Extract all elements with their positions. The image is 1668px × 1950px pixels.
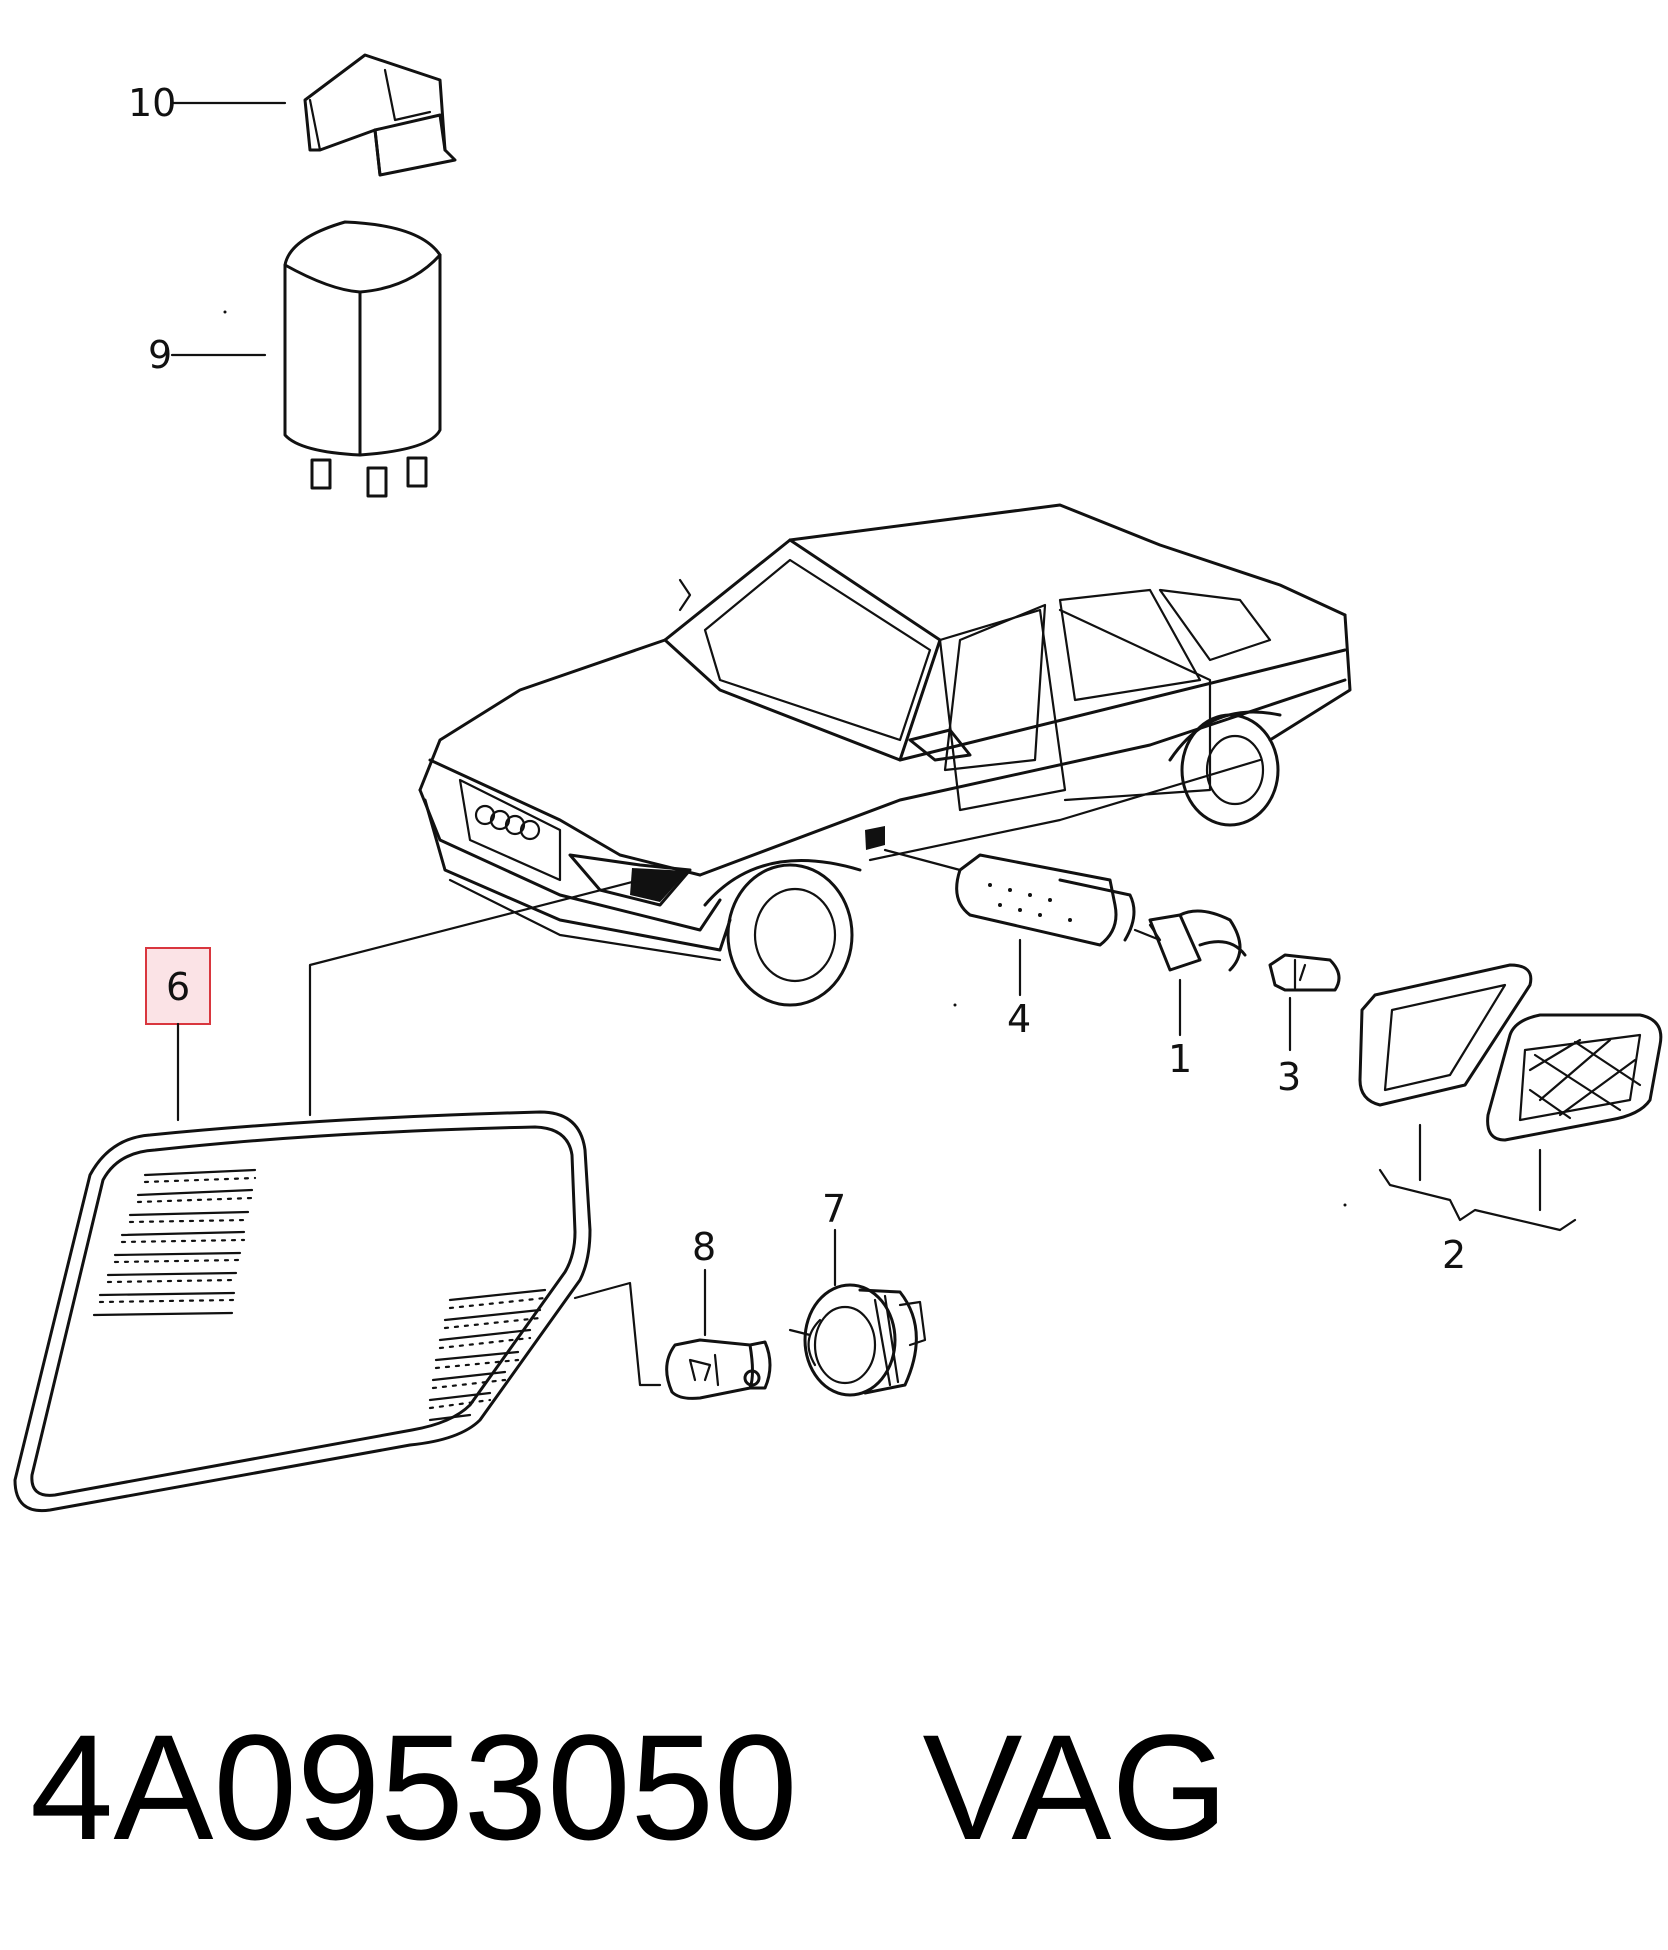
part-9-relay-drawing	[283, 220, 442, 498]
callout-9[interactable]: 9	[148, 333, 172, 377]
part-number-caption: 4A0953050 VAG	[30, 1712, 1228, 1862]
brand-name: VAG	[922, 1703, 1229, 1871]
part-7-socket-drawing	[788, 1283, 927, 1397]
leader-2	[1378, 1123, 1577, 1232]
part-10-bracket-drawing	[303, 53, 457, 177]
callout-3[interactable]: 3	[1277, 1055, 1301, 1099]
part-1-bulb-holder-drawing	[1133, 909, 1247, 972]
car-drawing	[418, 503, 1352, 1007]
callout-1[interactable]: 1	[1168, 1037, 1192, 1081]
leader-6-from-car	[308, 878, 642, 1117]
callout-6[interactable]: 6	[166, 965, 190, 1009]
part-2-marker-lens-drawing	[1486, 1013, 1663, 1142]
part-2-gasket-drawing	[1358, 963, 1533, 1107]
callout-7[interactable]: 7	[822, 1187, 846, 1231]
leader-4-from-car	[883, 848, 962, 872]
leader-lamp-to-bulb	[573, 1281, 662, 1387]
part-6-corner-lamp-drawing	[13, 1110, 592, 1513]
part-4-marker-housing-drawing	[955, 853, 1136, 947]
callout-6-highlight	[145, 947, 211, 1025]
callout-8[interactable]: 8	[692, 1225, 716, 1269]
callout-2[interactable]: 2	[1442, 1233, 1466, 1277]
part-number: 4A0953050	[30, 1703, 798, 1871]
callout-4[interactable]: 4	[1007, 997, 1031, 1041]
part-3-wedge-bulb-drawing	[1268, 953, 1341, 992]
callout-10[interactable]: 10	[128, 81, 176, 125]
part-8-bulb-drawing	[665, 1338, 772, 1400]
